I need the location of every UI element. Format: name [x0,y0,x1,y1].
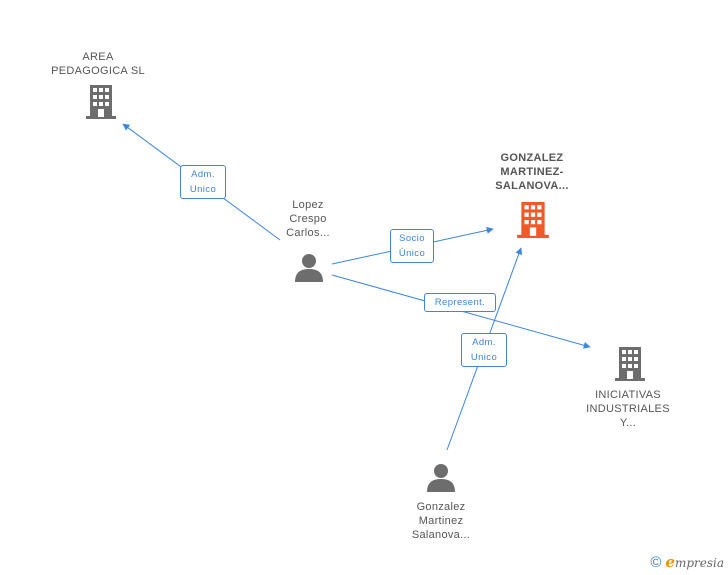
node-label-line: GONZALEZ [500,152,564,164]
empresia-footer: ©empresia [650,553,724,571]
node-label-iniciativas[interactable]: INICIATIVAS INDUSTRIALES Y... [572,388,684,430]
edge-label-line: Único [398,248,426,259]
node-label-area-pedagogica[interactable]: AREA PEDAGOGICA SL [38,50,158,78]
building-icon[interactable] [517,202,549,238]
node-label-line: Y... [619,417,637,429]
node-label-gonzalez-martinez-person[interactable]: Gonzalez Martinez Salanova... [396,500,486,542]
edge-label-adm-unico-1[interactable]: Adm. Unico [180,165,226,199]
node-label-lopez-crespo[interactable]: Lopez Crespo Carlos... [268,198,348,240]
person-icon[interactable] [426,463,456,493]
edge-label-line: Socio [399,233,425,244]
node-label-line: Salanova... [411,529,471,541]
node-label-line: SALANOVA... [495,180,569,192]
brand-logo-letter: e [665,553,675,571]
node-label-line: MARTINEZ- [500,166,564,178]
copyright-icon: © [650,554,662,571]
node-label-gonzalez-martinez-company[interactable]: GONZALEZ MARTINEZ- SALANOVA... [480,151,584,193]
building-icon[interactable] [615,347,645,381]
node-label-line: Gonzalez [416,501,466,513]
edge-label-line: Represent. [434,297,486,308]
brand-logo-text: mpresia [674,556,724,570]
node-label-line: Crespo [289,213,327,225]
node-label-line: PEDAGOGICA SL [51,65,145,77]
node-label-line: Carlos... [286,227,330,239]
building-icon[interactable] [86,85,116,119]
edge-label-represent[interactable]: Represent. [424,293,496,312]
edge-label-line: Adm. [191,169,215,180]
node-label-line: Martinez [418,515,464,527]
node-label-line: INDUSTRIALES [586,403,670,415]
edge-label-line: Adm. [472,337,496,348]
edge-label-socio-unico[interactable]: Socio Único [390,229,434,263]
edge-label-line: Unico [470,352,498,363]
node-label-line: Lopez [292,199,324,211]
person-icon[interactable] [294,253,324,283]
node-label-line: AREA [82,51,114,63]
edge-label-line: Unico [189,184,217,195]
node-label-line: INICIATIVAS [595,389,661,401]
edge-label-adm-unico-2[interactable]: Adm. Unico [461,333,507,367]
